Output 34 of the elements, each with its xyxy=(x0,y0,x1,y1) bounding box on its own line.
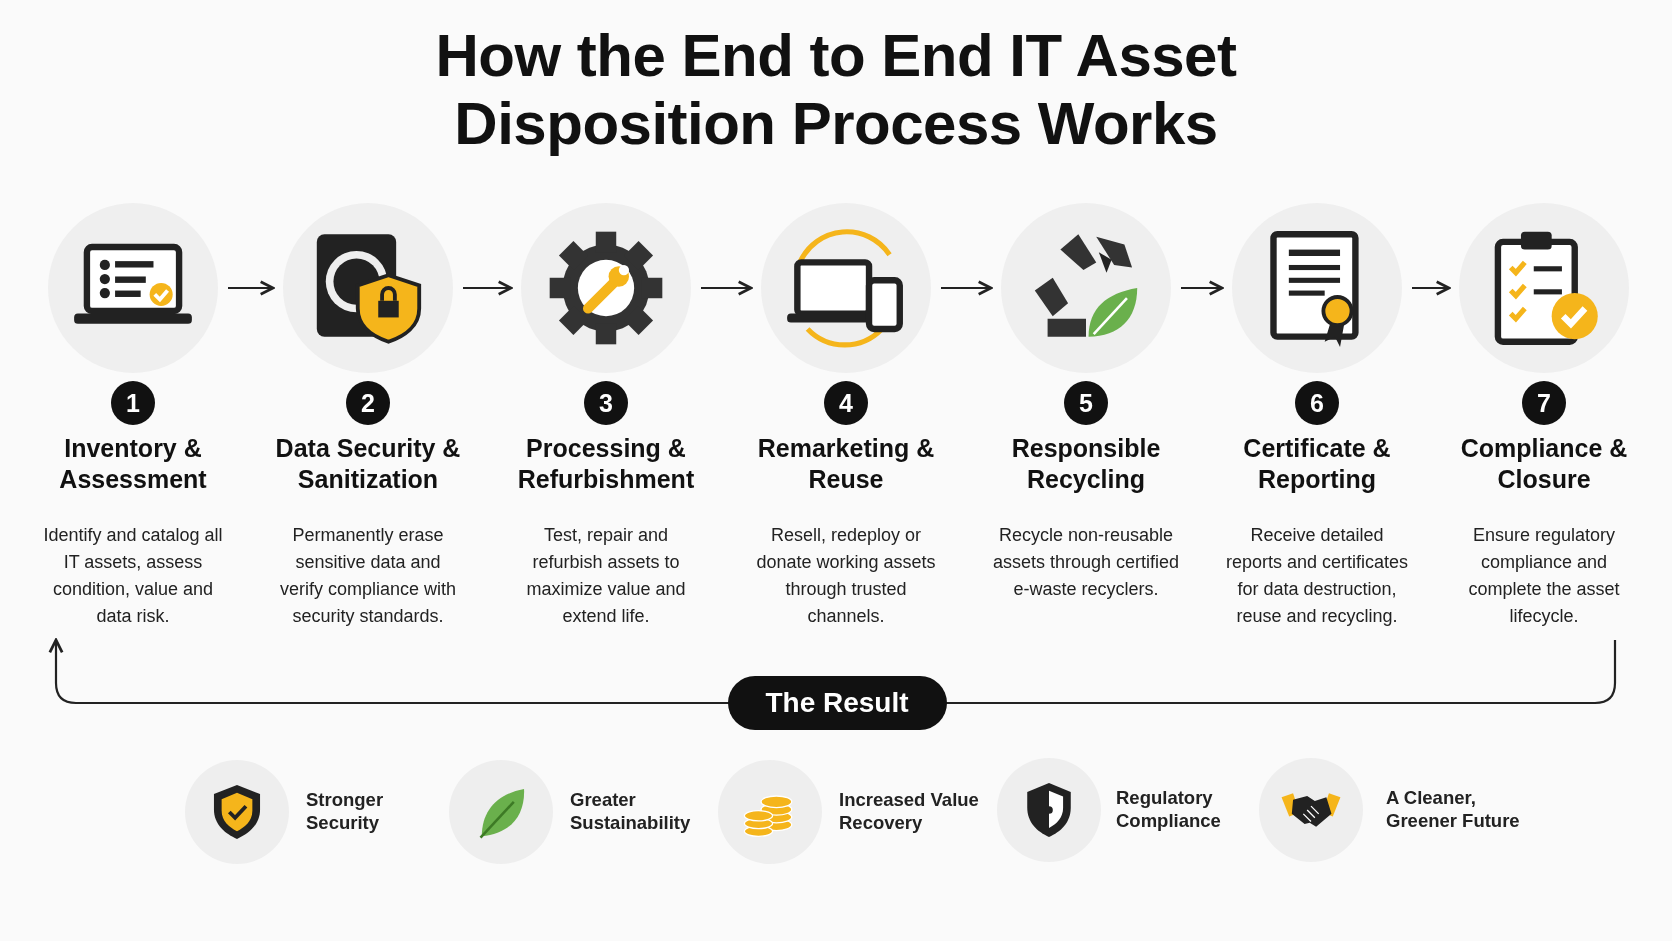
arrow xyxy=(1181,280,1224,296)
step-title: Processing & Refurbishment xyxy=(516,433,696,495)
arrow xyxy=(228,280,275,296)
title: How the End to End IT Asset Disposition Process Works xyxy=(434,22,1238,158)
step-description: Test, repair and refurbish assets to maximize value and extend life. xyxy=(525,524,687,628)
arrow xyxy=(941,280,993,296)
step-description: Permanently erase sensitive data and verify compliance with security standards. xyxy=(278,524,458,628)
step-title: Inventory & Assessment xyxy=(58,433,208,495)
step-number: 7 xyxy=(1522,381,1566,425)
step-number: 2 xyxy=(346,381,390,425)
step-number: 4 xyxy=(824,381,868,425)
benefit-text: Stronger Security xyxy=(306,788,385,834)
step-title: Data Security & Sanitization xyxy=(274,433,462,495)
benefit-text: Increased Value Recovery xyxy=(839,788,980,834)
edge-label: The Result xyxy=(727,676,947,730)
step-title: Responsible Recycling xyxy=(1010,433,1162,495)
step-description: Recycle non-reusable assets through certified e-waste recyclers. xyxy=(991,524,1181,601)
arrow xyxy=(1412,280,1451,296)
step-title: Compliance & Closure xyxy=(1459,433,1629,495)
benefit-text: A Cleaner, Greener Future xyxy=(1386,786,1521,832)
step-number: 1 xyxy=(111,381,155,425)
step-number: 6 xyxy=(1295,381,1339,425)
arrow xyxy=(463,280,513,296)
step-description: Ensure regulatory compliance and complete the asset lifecycle. xyxy=(1467,524,1621,628)
step-description: Identify and catalog all IT assets, assess condition, value and data risk. xyxy=(42,524,224,628)
step-description: Receive detailed reports and certificates for data destruction, reuse and recycling. xyxy=(1224,524,1410,628)
arrow xyxy=(701,280,753,296)
step-number: 3 xyxy=(584,381,628,425)
benefit-text: Greater Sustainability xyxy=(570,788,692,834)
step-title: Certificate & Reporting xyxy=(1242,433,1392,495)
step-description: Resell, redeploy or donate working assets through trusted channels. xyxy=(755,524,937,628)
benefit-text: Regulatory Compliance xyxy=(1116,786,1222,832)
step-title: Remarketing & Reuse xyxy=(756,433,936,495)
step-number: 5 xyxy=(1064,381,1108,425)
